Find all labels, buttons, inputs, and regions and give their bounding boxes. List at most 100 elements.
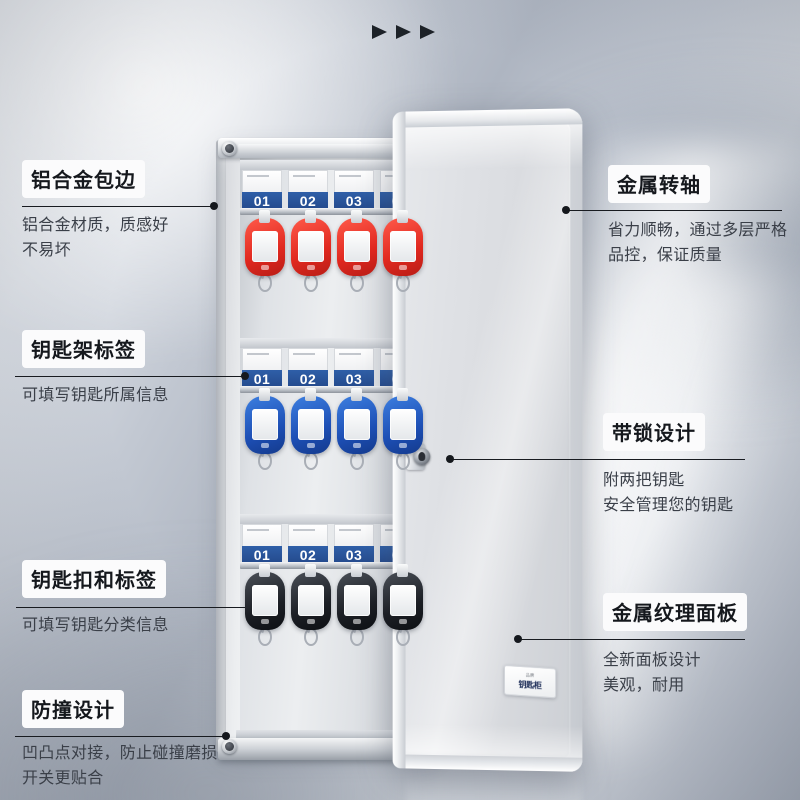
key-tag-clip bbox=[397, 210, 408, 223]
key-slot: 03 bbox=[334, 348, 376, 389]
slot-number: 03 bbox=[334, 370, 374, 389]
key-cabinet-product: 01 02 03 04 bbox=[196, 108, 596, 800]
callout-title: 钥匙扣和标签 bbox=[22, 560, 166, 598]
shelf-2 bbox=[240, 338, 426, 348]
key-hook-rail-3 bbox=[240, 562, 426, 569]
callout-description: 可填写钥匙所属信息 bbox=[22, 387, 169, 404]
callout-leader-line bbox=[453, 459, 745, 460]
slot-number: 03 bbox=[334, 192, 374, 211]
key-ring-icon bbox=[350, 628, 364, 646]
key-slot: 01 bbox=[242, 170, 284, 211]
callout-leader-dot bbox=[514, 635, 522, 643]
keyhole-icon bbox=[418, 451, 426, 461]
key-tag-body bbox=[291, 218, 331, 276]
slot-number: 02 bbox=[288, 370, 328, 389]
callout-leader-line bbox=[15, 376, 245, 377]
callout-description: 铝合金材质，质感好 不易坏 bbox=[22, 217, 169, 259]
key-ring-icon bbox=[258, 274, 272, 292]
key-tag-clip bbox=[305, 388, 316, 401]
key-tag-body bbox=[337, 218, 377, 276]
callout-lock-design: 带锁设计 附两把钥匙 安全管理您的钥匙 bbox=[446, 413, 745, 519]
key-tag-clip bbox=[397, 564, 408, 577]
callout-anti-collision-design: 防撞设计 凹凸点对接，防止碰撞磨损 开关更贴合 bbox=[0, 690, 230, 792]
arrow-right-icon bbox=[420, 25, 435, 39]
brand-plate: 品牌 钥匙柜 bbox=[503, 664, 557, 699]
key-slot: 03 bbox=[334, 524, 376, 565]
key-tag-body bbox=[245, 572, 285, 630]
callout-description: 省力顺畅，通过多层严格 品控，保证质量 bbox=[608, 222, 788, 264]
key-tag-clip bbox=[305, 564, 316, 577]
write-in-label bbox=[288, 170, 328, 192]
key-ring-icon bbox=[350, 452, 364, 470]
slot-number: 02 bbox=[288, 192, 328, 211]
callout-leader-line bbox=[16, 607, 249, 608]
callout-leader-line bbox=[521, 639, 745, 640]
callout-leader-dot bbox=[210, 202, 218, 210]
write-in-label bbox=[242, 524, 282, 546]
brand-plate-logo: 钥匙柜 bbox=[518, 679, 542, 691]
callout-description: 附两把钥匙 安全管理您的钥匙 bbox=[603, 472, 734, 514]
write-in-label bbox=[334, 170, 374, 192]
callout-title: 铝合金包边 bbox=[22, 160, 145, 198]
key-ring-icon bbox=[258, 628, 272, 646]
hinge-top-pin bbox=[225, 144, 234, 153]
key-tag-clip bbox=[351, 564, 362, 577]
hinge-bottom-pin bbox=[225, 742, 234, 751]
key-tag-body bbox=[245, 218, 285, 276]
brand-plate-top-text: 品牌 bbox=[525, 672, 535, 678]
write-in-label bbox=[288, 348, 328, 370]
callout-leader-line bbox=[569, 210, 782, 211]
key-hook-rail-1 bbox=[240, 208, 426, 215]
key-ring-icon bbox=[396, 274, 410, 292]
write-in-label bbox=[242, 348, 282, 370]
key-tag-clip bbox=[259, 388, 270, 401]
callout-key-rack-label: 钥匙架标签 可填写钥匙所属信息 bbox=[0, 330, 249, 409]
callout-metal-texture-panel: 金属纹理面板 全新面板设计 美观，耐用 bbox=[514, 593, 747, 699]
slot-number: 01 bbox=[242, 546, 282, 565]
key-slot: 02 bbox=[288, 170, 330, 211]
callout-aluminium-edge: 铝合金包边 铝合金材质，质感好 不易坏 bbox=[0, 160, 218, 264]
key-tag-body bbox=[245, 396, 285, 454]
callout-leader-line bbox=[15, 736, 226, 737]
callout-title: 钥匙架标签 bbox=[22, 330, 145, 368]
key-tag-clip bbox=[351, 210, 362, 223]
arrow-right-icon bbox=[396, 25, 411, 39]
key-tag-body bbox=[291, 572, 331, 630]
key-hook-rail-2 bbox=[240, 386, 426, 393]
key-slot: 01 bbox=[242, 524, 284, 565]
key-tag-clip bbox=[259, 210, 270, 223]
callout-title: 金属纹理面板 bbox=[603, 593, 747, 631]
callout-description: 可填写钥匙分类信息 bbox=[22, 617, 169, 634]
callout-leader-line bbox=[22, 206, 214, 207]
key-slot: 02 bbox=[288, 348, 330, 389]
key-tag-body bbox=[383, 572, 423, 630]
key-ring-icon bbox=[304, 628, 318, 646]
callout-title: 带锁设计 bbox=[603, 413, 705, 451]
key-ring-icon bbox=[396, 628, 410, 646]
key-tag-body bbox=[383, 396, 423, 454]
write-in-label bbox=[334, 348, 374, 370]
key-slot: 03 bbox=[334, 170, 376, 211]
aluminium-top-trim-inner bbox=[238, 144, 430, 153]
write-in-label bbox=[242, 170, 282, 192]
key-tag-clip bbox=[259, 564, 270, 577]
write-in-label bbox=[334, 524, 374, 546]
callout-description: 全新面板设计 美观，耐用 bbox=[603, 652, 701, 694]
key-tag-body bbox=[291, 396, 331, 454]
key-tag-clip bbox=[397, 388, 408, 401]
decorative-arrows bbox=[372, 25, 435, 39]
key-tag-clip bbox=[305, 210, 316, 223]
key-slot: 02 bbox=[288, 524, 330, 565]
key-tag-body bbox=[383, 218, 423, 276]
shelf-3 bbox=[240, 514, 426, 524]
slot-number: 01 bbox=[242, 370, 282, 389]
key-ring-icon bbox=[304, 274, 318, 292]
key-ring-icon bbox=[396, 452, 410, 470]
key-ring-icon bbox=[304, 452, 318, 470]
key-ring-icon bbox=[350, 274, 364, 292]
aluminium-bottom-trim bbox=[218, 738, 438, 760]
callout-title: 金属转轴 bbox=[608, 165, 710, 203]
callout-keychain-and-label: 钥匙扣和标签 可填写钥匙分类信息 bbox=[0, 560, 253, 639]
key-tag-body bbox=[337, 396, 377, 454]
